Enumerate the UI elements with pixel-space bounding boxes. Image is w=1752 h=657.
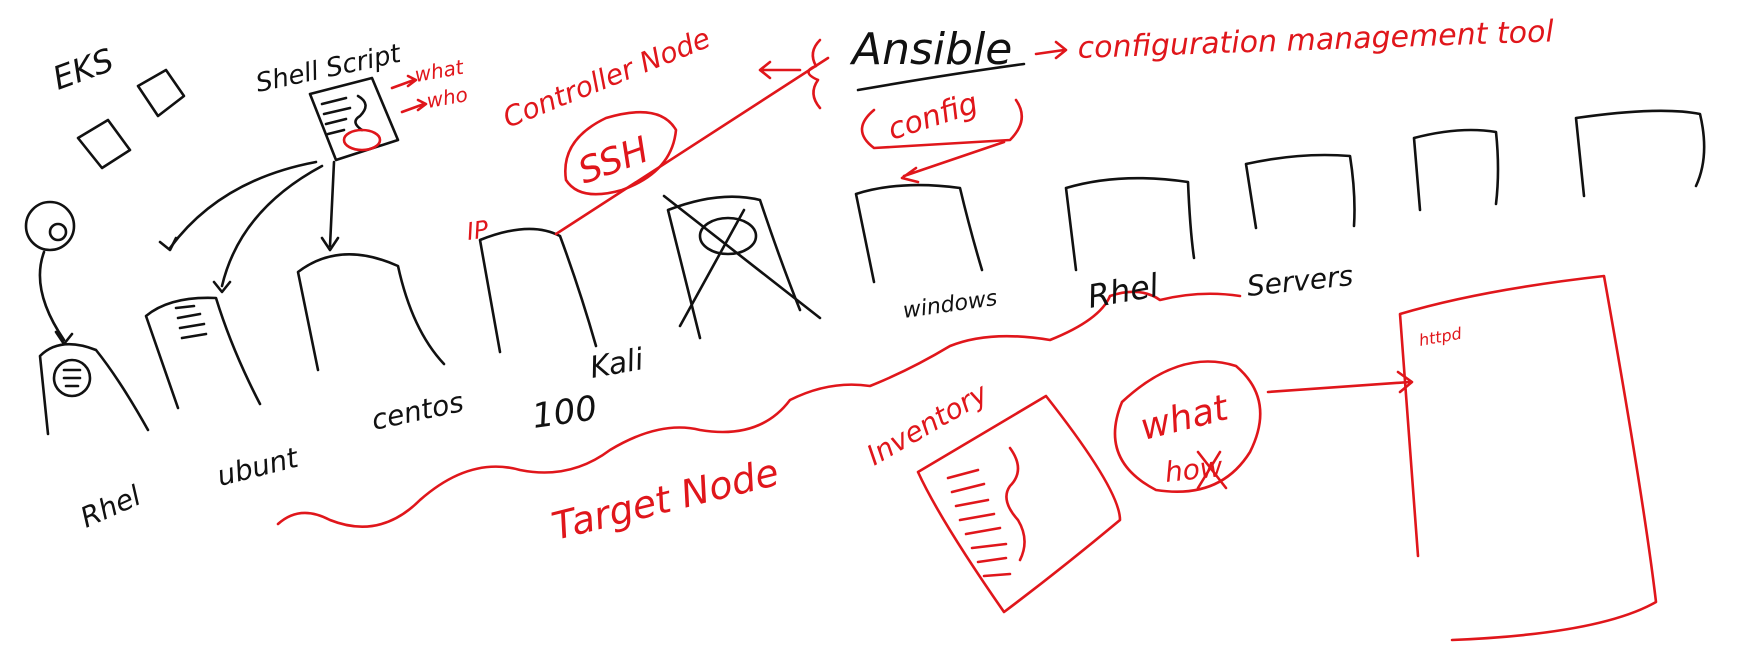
user-person (24, 200, 76, 252)
config-label: config (884, 86, 983, 148)
server-windows (854, 183, 984, 284)
eks-label: EKS (48, 41, 119, 98)
playbook-tag-label: httpd (1417, 324, 1463, 350)
who-label: who (425, 82, 470, 113)
playbook-arrow (1266, 370, 1414, 394)
ansible-label: Ansible (849, 24, 1012, 75)
count-100-label: 100 (530, 388, 600, 437)
how-strike-mark (1196, 450, 1228, 490)
server-centos (296, 253, 446, 372)
windows-label: windows (901, 286, 998, 324)
ip-label: IP (465, 215, 491, 246)
config-tool-label: configuration management tool (1077, 14, 1555, 66)
shell-script-arrows-red (342, 74, 428, 152)
what-how-circle (1113, 360, 1262, 494)
servers-label: Servers (1245, 259, 1354, 303)
ssh-label: SSH (573, 129, 654, 192)
rhel-right-label: Rhel (1085, 266, 1162, 316)
ubuntu-label: ubunt (214, 441, 303, 493)
shell-script-document (308, 76, 400, 162)
red-labels: what who Controller Node configuration m… (413, 14, 1555, 548)
ansible-underline (856, 62, 1026, 92)
what-big-label: what (1136, 387, 1234, 449)
how-struck-label: how (1163, 450, 1224, 489)
controller-arrow (758, 60, 802, 80)
inventory-label: Inventory (861, 376, 994, 472)
server-rhel-left (38, 342, 150, 436)
ansible-brace (807, 38, 822, 110)
server-kali (478, 227, 598, 354)
black-labels: EKS Shell Script Ansible Rhel ubunt cent… (48, 24, 1355, 534)
server-crossed-out (662, 194, 822, 340)
config-tool-arrow (1034, 40, 1068, 60)
centos-label: centos (369, 385, 467, 437)
ssh-circle (564, 110, 678, 196)
playbook-document (1398, 274, 1658, 642)
rhel-left-label: Rhel (75, 479, 145, 535)
what-small-label: what (413, 55, 467, 87)
server-rhel-right (1064, 176, 1196, 272)
inventory-document (916, 394, 1122, 614)
server-ubuntu (144, 296, 262, 410)
server-row-right (1244, 109, 1706, 230)
ssh-connection-line (554, 56, 830, 236)
kali-label: Kali (587, 342, 647, 386)
divider-wave (276, 290, 1242, 528)
config-arrow (860, 98, 1024, 184)
eks-cluster-nodes (76, 68, 186, 170)
